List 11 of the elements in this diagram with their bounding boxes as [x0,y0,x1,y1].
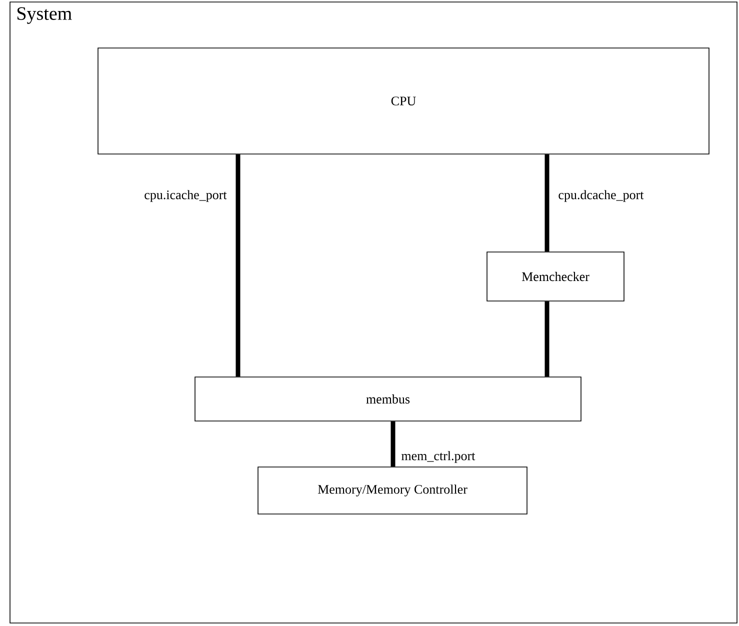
port-label: cpu.dcache_port [558,190,644,202]
component-box: Memory/Memory Controller [258,466,528,514]
port-label: mem_ctrl.port [401,451,476,463]
connector-line [544,301,550,377]
component-box: Memchecker [486,252,624,302]
component-box: membus [194,376,582,422]
connector-line [390,421,396,467]
connector-line [236,154,240,377]
component-box: CPU [98,48,710,154]
port-label: cpu.icache_port [144,190,227,202]
connector-line [544,154,550,252]
